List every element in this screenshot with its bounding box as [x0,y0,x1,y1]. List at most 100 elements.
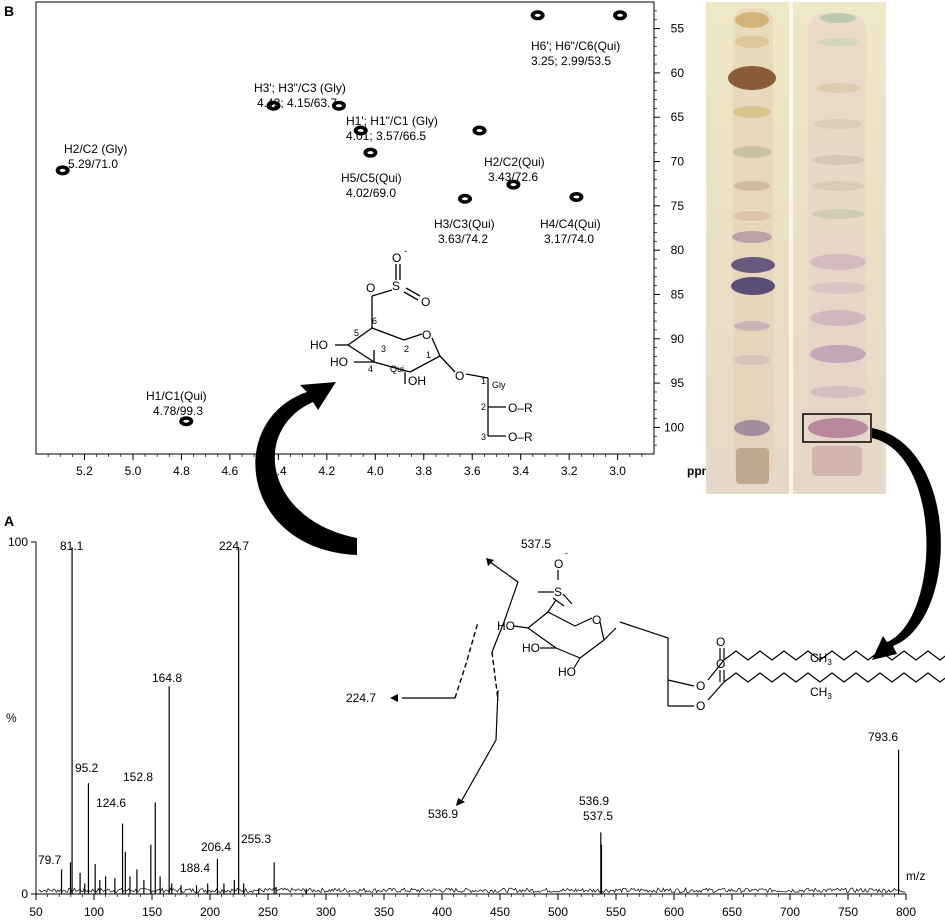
struct-b-g3: 3 [481,432,486,442]
ms-x-tick-label: 400 [432,905,452,919]
nmr-annotation-h4c4-qui-line1: H4/C4(Qui) [540,217,601,231]
nmr-annotation-h2c2-gly-line2: 5.29/71.0 [68,157,118,171]
nmr-x-tick-label: 3.2 [561,464,578,478]
ms-y-axis: 0 100 [8,535,36,901]
nmr-crosspeak-center [617,13,624,17]
nmr-x-tick-label: 4.8 [173,464,190,478]
struct-b-c6: 6 [372,316,377,326]
tlc-plate-gap [789,2,793,494]
nmr-y-tick-label: 60 [671,66,685,80]
ms-baseline-noise [38,887,906,894]
nmr-annotation-h3c3-gly-line2: 4.42; 4.15/63.7 [257,96,337,110]
ms-peak-label-536-9: 536.9 [579,794,609,808]
nmr-annotation-h1c1-gly-line2: 4.01; 3.57/66.5 [346,129,426,143]
frag-label-537-5: 537.5 [521,537,551,551]
ms-peak-label-152-8: 152.8 [123,770,153,784]
nmr-y-tick-label: 75 [671,199,685,213]
nmr-annotation-h3c3-gly-line1: H3'; H3"/C3 (Gly) [254,81,346,95]
ms-x-tick-label: 100 [84,905,104,919]
frag-arrowhead-537-5 [486,558,494,566]
struct-b-c1: 1 [426,350,431,360]
ms-peak-label-224-7: 224.7 [219,539,249,553]
nmr-y-tick-label: 95 [671,376,685,390]
struct-b-or1: O–R [508,401,533,415]
nmr-crosspeak-center [510,183,517,187]
nmr-annotation-h2c2-qui-line1: H2/C2(Qui) [484,155,545,169]
panel-label-b: B [4,3,14,19]
struct-b-oh-c2: OH [408,374,426,388]
nmr-x-tick-label: 4.0 [367,464,384,478]
ms-x-tick-label: 350 [374,905,394,919]
nmr-x-tick-label: 3.8 [415,464,432,478]
ms-y-tick-label: 100 [8,535,28,549]
struct-b-ho-c3: HO [330,355,348,369]
tlc-plate-photo [706,2,886,494]
struct-b-ring-o: O [422,328,431,342]
curved-arrow-tlc-to-structure [872,428,941,660]
struct-a-sulfur: S [554,585,562,599]
sqdg-structure [513,570,945,707]
frag-label-536-9: 536.9 [428,807,458,821]
tlc-lane-2 [808,13,868,476]
ms-x-tick-label: 50 [29,905,43,919]
frag-label-224-7: 224.7 [346,691,376,705]
tlc-lane-1 [728,8,776,484]
frag-arrowhead-224-7 [390,694,398,702]
nmr-y-tick-label: 100 [664,420,684,434]
struct-b-g1: 1 [481,376,486,386]
ms-peak-label-188-4: 188.4 [180,861,210,875]
curved-arrow-ms-to-nmr [255,382,357,555]
ms-x-tick-label: 300 [316,905,336,919]
struct-b-or2: O–R [508,430,533,444]
panel-label-a: A [4,513,14,529]
tlc-selected-band-box [802,413,872,443]
ms-x-tick-label: 500 [548,905,568,919]
ms-peak-label-81-1: 81.1 [60,539,84,553]
nmr-annotation-h2c2-qui-line2: 3.43/72.6 [488,170,538,184]
nmr-annotation-h1c1-gly-line1: H1'; H1"/C1 (Gly) [346,114,438,128]
nmr-y-tick-label: 55 [671,22,685,36]
nmr-crosspeak-center [461,197,468,201]
nmr-annotation-h4c4-qui-line2: 3.17/74.0 [544,232,594,246]
ms-peak-label-537-5: 537.5 [583,809,613,823]
struct-b-ho-c4: HO [310,338,328,352]
frag-cut-224-7 [454,621,479,699]
ms-y-axis-label: % [6,711,17,725]
nmr-y-tick-label: 90 [671,332,685,346]
nmr-annotation-h1c1-qui-line1: H1/C1(Qui) [146,389,207,403]
ms-peak-label-206-4: 206.4 [201,840,231,854]
struct-a-charge: - [565,548,568,558]
frag-arrowhead-536-9 [456,798,465,806]
struct-b-c4: 4 [368,364,373,374]
nmr-x-tick-label: 3.6 [464,464,481,478]
nmr-annotation-h6c6-qui-line2: 3.25; 2.99/53.5 [531,54,611,68]
struct-a-carbonyl2: O [716,657,725,671]
frag-arrow-537-5 [489,561,519,653]
struct-b-gly: Gly [492,380,506,390]
nmr-crosspeak-center [357,129,364,133]
struct-a-ho1: HO [497,619,515,633]
nmr-crosspeak-center [534,13,541,17]
sulfoquinovosyl-glycerol-structure [335,264,506,437]
nmr-crosspeak-center [573,195,580,199]
struct-a-ring-o: O [592,613,601,627]
nmr-x-tick-label: 5.2 [76,464,93,478]
struct-b-charge: - [404,246,407,256]
nmr-crosspeak-center [476,129,483,133]
struct-a-ho2: HO [522,641,540,655]
nmr-crosspeak-center [183,419,190,423]
nmr-x-tick-label: 3.4 [512,464,529,478]
ms-x-tick-label: 650 [722,905,742,919]
struct-a-o-minus: O [554,557,563,571]
nmr-y-tick-label: 80 [671,243,685,257]
nmr-annotation-h6c6-qui-line1: H6'; H6"/C6(Qui) [531,39,620,53]
ms-x-tick-label: 150 [142,905,162,919]
struct-b-o1: O [366,281,375,295]
nmr-annotation-h1c1-qui-line2: 4.78/99.3 [153,404,203,418]
struct-b-c2: 2 [404,344,409,354]
struct-b-sulfur: S [392,279,400,293]
ms-y-tick-label: 0 [21,887,28,901]
frag-arrow-536-9 [461,689,499,801]
